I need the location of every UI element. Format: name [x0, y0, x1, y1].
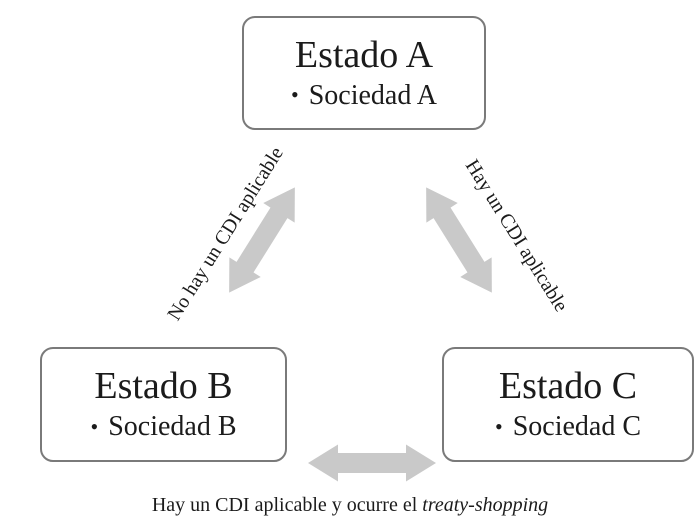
bullet-icon: •	[90, 413, 99, 439]
estado-c-box: Estado C • Sociedad C	[442, 347, 694, 462]
double-arrow-a-b-icon	[229, 187, 295, 293]
estado-b-box: Estado B • Sociedad B	[40, 347, 287, 462]
bullet-icon: •	[290, 82, 299, 108]
estado-a-society-label: Sociedad A	[308, 79, 437, 111]
estado-c-society-label: Sociedad C	[512, 411, 641, 443]
estado-a-title: Estado A	[294, 33, 434, 76]
estado-a-bullet-row: • Sociedad A	[290, 79, 437, 111]
estado-c-bullet-row: • Sociedad C	[494, 411, 641, 443]
estado-b-title: Estado B	[94, 365, 233, 408]
bullet-icon: •	[494, 413, 503, 439]
double-arrow-b-c-icon	[308, 444, 436, 482]
estado-b-society-label: Sociedad B	[108, 411, 237, 443]
caption-italic-text: treaty-shopping	[422, 494, 549, 516]
caption-regular-text: Hay un CDI aplicable y ocurre el	[151, 494, 423, 516]
estado-c-title: Estado C	[498, 365, 638, 408]
bottom-caption: Hay un CDI aplicable y ocurre el treaty-…	[0, 494, 700, 517]
double-arrow-a-c-icon	[426, 187, 492, 293]
estado-b-bullet-row: • Sociedad B	[90, 411, 237, 443]
estado-a-box: Estado A • Sociedad A	[242, 16, 486, 130]
